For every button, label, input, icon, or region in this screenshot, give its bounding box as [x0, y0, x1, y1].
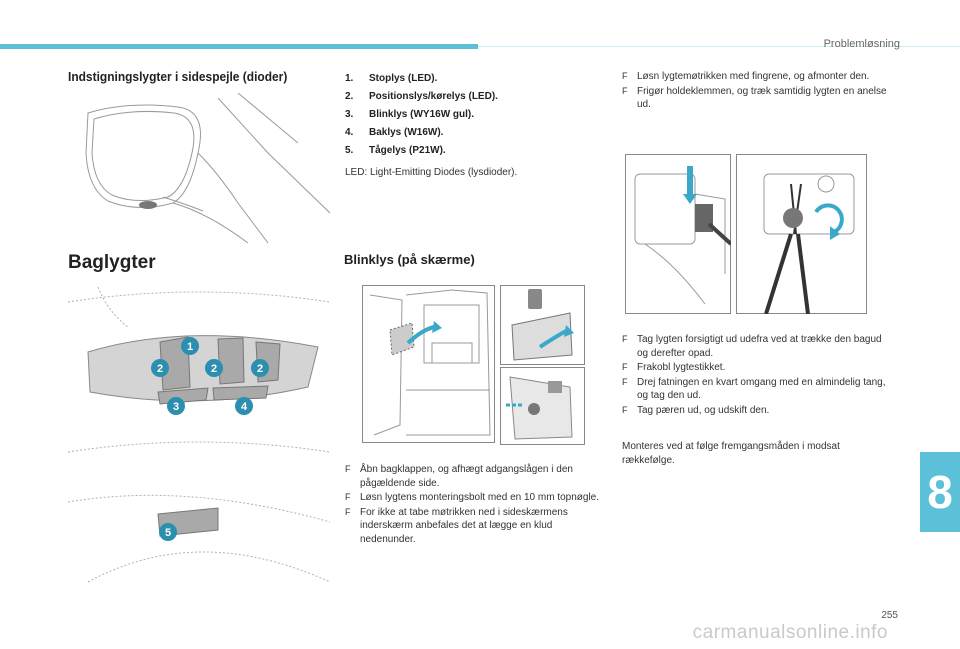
nut-illustration: [625, 154, 731, 314]
bullet-arrow-icon: F: [345, 506, 351, 517]
callout-2b: 2: [211, 363, 217, 375]
reassembly-note: Monteres ved at følge fremgangsmåden i m…: [622, 441, 840, 466]
callout-4: 4: [241, 401, 248, 413]
bullet-arrow-icon: F: [345, 464, 351, 474]
page-number: 255: [881, 610, 898, 621]
led-note: LED: Light-Emitting Diodes (lysdioder).: [345, 167, 518, 178]
chapter-title: Problemløsning: [823, 38, 900, 50]
mirror-lamp: [139, 201, 157, 209]
bullet-arrow-icon: F: [622, 362, 628, 372]
list-item: 3.Blinklys (WY16W gul).: [345, 109, 475, 120]
header-accent-bar: [0, 44, 478, 49]
watermark: carmanualsonline.info: [692, 622, 888, 643]
bullet-arrow-icon: F: [622, 85, 628, 96]
callout-3: 3: [173, 401, 179, 413]
callout-2a: 2: [157, 363, 163, 375]
bullet-arrow-icon: F: [345, 492, 351, 502]
bullet-arrow-icon: F: [622, 376, 628, 387]
bolt-illustration: [500, 367, 585, 445]
bulb-list: 1.Stoplys (LED). 2.Positionslys/kørelys …: [345, 70, 498, 160]
rear-lights-illustration: 1 2 2 2 3 4 5: [68, 282, 330, 604]
list-item: 1.Stoplys (LED).: [345, 73, 438, 84]
callout-badges: 1 2 2 2 3 4 5: [151, 337, 269, 541]
chapter-number: 8: [927, 466, 953, 518]
bullet-arrow-icon: F: [622, 71, 628, 81]
bullet-arrow-icon: F: [622, 334, 628, 344]
mirror-section-title: Indstigningslygter i sidespejle (dioder): [68, 69, 288, 84]
indicator-section-title: Blinklys (på skærme): [344, 252, 475, 267]
chapter-tab: 8: [920, 452, 960, 532]
trunk-illustration: [362, 285, 495, 443]
callout-2c: 2: [257, 363, 263, 375]
list-item: 2.Positionslys/kørelys (LED).: [345, 91, 498, 102]
header-rule: [478, 46, 960, 47]
list-item: 4.Baklys (W16W).: [345, 127, 444, 138]
callout-5: 5: [165, 527, 171, 539]
callout-1: 1: [187, 341, 193, 353]
rear-lights-title: Baglygter: [68, 252, 156, 273]
pliers-illustration: [736, 154, 867, 314]
list-item: 5.Tågelys (P21W).: [345, 145, 446, 156]
mirror-illustration: [68, 93, 330, 243]
access-flap-illustration: [500, 285, 585, 365]
bullet-arrow-icon: F: [622, 404, 628, 415]
